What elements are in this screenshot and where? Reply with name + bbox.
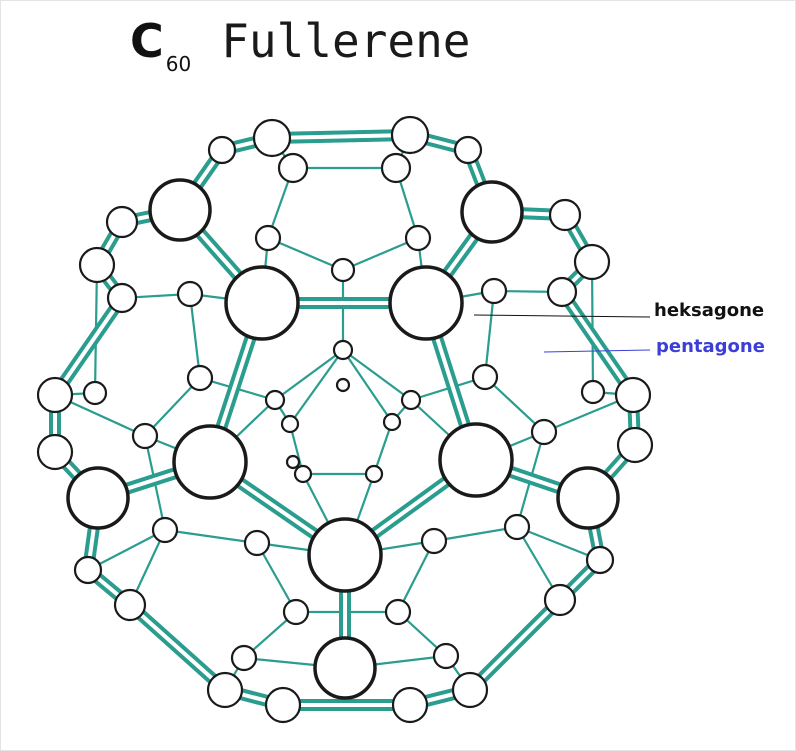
carbon-atom	[151, 516, 179, 544]
double-bond-gap	[53, 296, 124, 397]
carbon-atom	[36, 376, 74, 414]
carbon-atom	[277, 152, 309, 184]
carbon-atom	[282, 598, 310, 626]
carbon-atom	[332, 339, 354, 361]
hexagon-leader-line	[473, 314, 651, 318]
single-bond	[143, 376, 202, 438]
carbon-atom	[380, 152, 412, 184]
single-bond	[341, 348, 394, 424]
formula-subscript: 60	[165, 52, 192, 76]
single-bond	[483, 375, 546, 434]
single-bond	[432, 525, 519, 543]
carbon-atom	[148, 178, 212, 242]
single-bond	[515, 525, 602, 562]
carbon-atom	[614, 376, 652, 414]
carbon-atom	[252, 118, 292, 158]
carbon-atom	[105, 205, 139, 239]
single-bond	[372, 420, 394, 476]
carbon-atom	[113, 588, 147, 622]
carbon-atom	[206, 671, 244, 709]
carbon-atom	[280, 414, 300, 434]
carbon-atom	[264, 686, 302, 724]
carbon-atom	[207, 135, 237, 165]
single-bond	[341, 348, 413, 402]
single-bond	[163, 528, 259, 545]
carbon-atom	[460, 180, 524, 244]
single-bond	[266, 236, 345, 272]
carbon-atom	[503, 513, 531, 541]
leader-lines	[473, 314, 651, 353]
carbon-atom	[530, 418, 558, 446]
single-bond	[273, 348, 345, 402]
carbon-atom	[480, 277, 508, 305]
carbon-atom	[548, 198, 582, 232]
carbon-atom	[243, 529, 271, 557]
carbon-atom	[364, 464, 384, 484]
single-bond	[255, 541, 298, 614]
single-bond	[396, 539, 436, 614]
formula-symbol: C	[130, 14, 164, 68]
carbon-atom	[404, 224, 432, 252]
atom-layer	[36, 115, 654, 724]
double-bond-gap	[128, 603, 227, 692]
pentagon-label: pentagone	[656, 336, 765, 357]
carbon-atom	[543, 583, 577, 617]
carbon-atom	[335, 377, 351, 393]
carbon-atom	[388, 265, 464, 341]
carbon-atom	[382, 412, 402, 432]
carbon-atom	[556, 466, 620, 530]
carbon-atom	[313, 636, 377, 700]
single-bond	[341, 236, 420, 272]
carbon-atom	[390, 115, 430, 155]
carbon-atom	[73, 555, 103, 585]
double-bond-gap	[560, 290, 635, 397]
single-bond	[86, 528, 167, 572]
single-bond	[188, 292, 202, 380]
carbon-atom	[307, 517, 383, 593]
carbon-atom	[438, 422, 514, 498]
carbon-atom	[176, 280, 204, 308]
carbon-atom	[36, 433, 74, 471]
carbon-atom	[580, 379, 606, 405]
single-bond	[483, 289, 496, 379]
carbon-atom	[391, 686, 429, 724]
single-bond	[288, 348, 345, 426]
double-bond-gap	[270, 133, 412, 140]
carbon-atom	[432, 642, 460, 670]
carbon-atom	[230, 644, 258, 672]
carbon-atom	[453, 135, 483, 165]
carbon-atom	[384, 598, 412, 626]
carbon-atom	[451, 671, 489, 709]
carbon-atom	[420, 527, 448, 555]
carbon-atom	[330, 257, 356, 283]
carbon-atom	[573, 243, 611, 281]
carbon-atom	[224, 265, 300, 341]
carbon-atom	[471, 363, 499, 391]
carbon-atom	[616, 426, 654, 464]
carbon-atom	[293, 464, 313, 484]
carbon-atom	[106, 282, 138, 314]
carbon-atom	[186, 364, 214, 392]
carbon-atom	[585, 545, 615, 575]
carbon-atom	[172, 424, 248, 500]
molecule-name: Fullerene	[221, 14, 471, 68]
carbon-atom	[66, 466, 130, 530]
carbon-atom	[82, 380, 108, 406]
carbon-atom	[400, 389, 422, 411]
carbon-atom	[285, 454, 301, 470]
carbon-atom	[546, 276, 578, 308]
carbon-atom	[78, 246, 116, 284]
pentagon-leader-line	[543, 349, 651, 353]
carbon-atom	[131, 422, 159, 450]
carbon-atom	[254, 224, 282, 252]
double-bond-gap	[468, 598, 562, 692]
carbon-atom	[264, 389, 286, 411]
hexagon-label: heksagone	[654, 300, 765, 321]
